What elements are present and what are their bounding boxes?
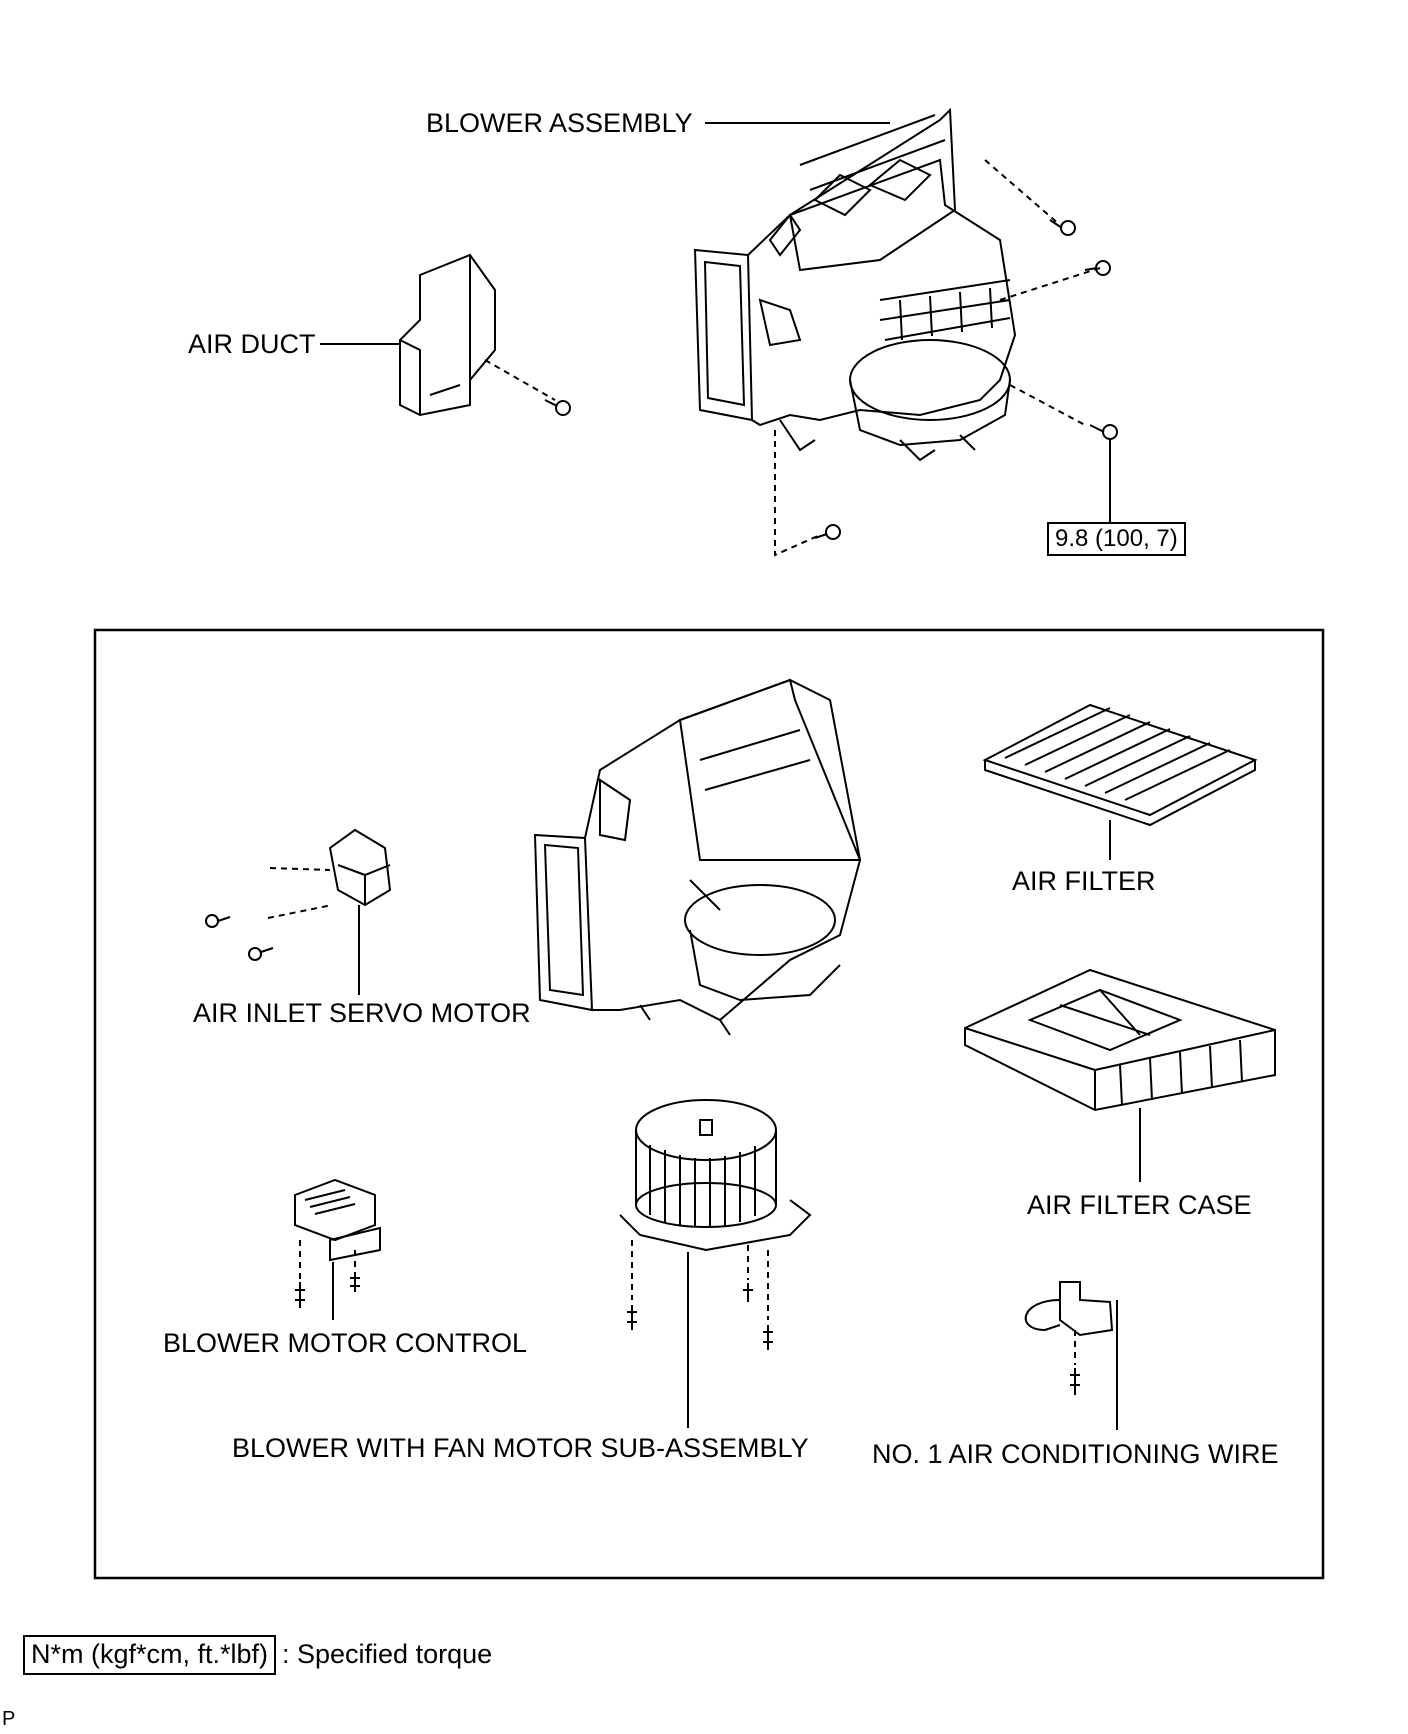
ac-wire-drawing	[1024, 1281, 1114, 1395]
air-filter-drawing	[982, 703, 1258, 827]
label-blower-assembly: BLOWER ASSEMBLY	[426, 108, 693, 138]
torque-value-box: 9.8 (100, 7)	[1047, 522, 1186, 557]
screw-icons-top	[544, 219, 1118, 540]
air-filter-case-drawing	[964, 968, 1276, 1112]
legend-description: : Specified torque	[282, 1639, 493, 1669]
label-air-filter: AIR FILTER	[1012, 866, 1156, 896]
label-blower-with-fan-motor: BLOWER WITH FAN MOTOR SUB-ASSEMBLY	[232, 1433, 809, 1463]
reference-code: P	[2, 1708, 16, 1730]
components-frame	[93, 628, 1325, 1580]
air-duct-drawing	[399, 253, 496, 417]
label-no1-air-conditioning-wire: NO. 1 AIR CONDITIONING WIRE	[872, 1439, 1279, 1469]
servo-motor-drawing	[205, 828, 392, 961]
label-blower-motor-control: BLOWER MOTOR CONTROL	[163, 1328, 528, 1358]
legend-unit-box: N*m (kgf*cm, ft.*lbf)	[23, 1635, 277, 1675]
label-air-filter-case: AIR FILTER CASE	[1027, 1190, 1252, 1220]
top-screws	[484, 159, 1101, 557]
label-air-duct: AIR DUCT	[188, 329, 316, 359]
label-air-inlet-servo-motor: AIR INLET SERVO MOTOR	[193, 998, 531, 1028]
blower-motor-control-drawing	[294, 1178, 381, 1308]
blower-assembly-drawing	[693, 107, 1017, 462]
blower-assembly-inner-drawing	[533, 678, 862, 1036]
blower-fan-motor-drawing	[619, 1099, 812, 1350]
